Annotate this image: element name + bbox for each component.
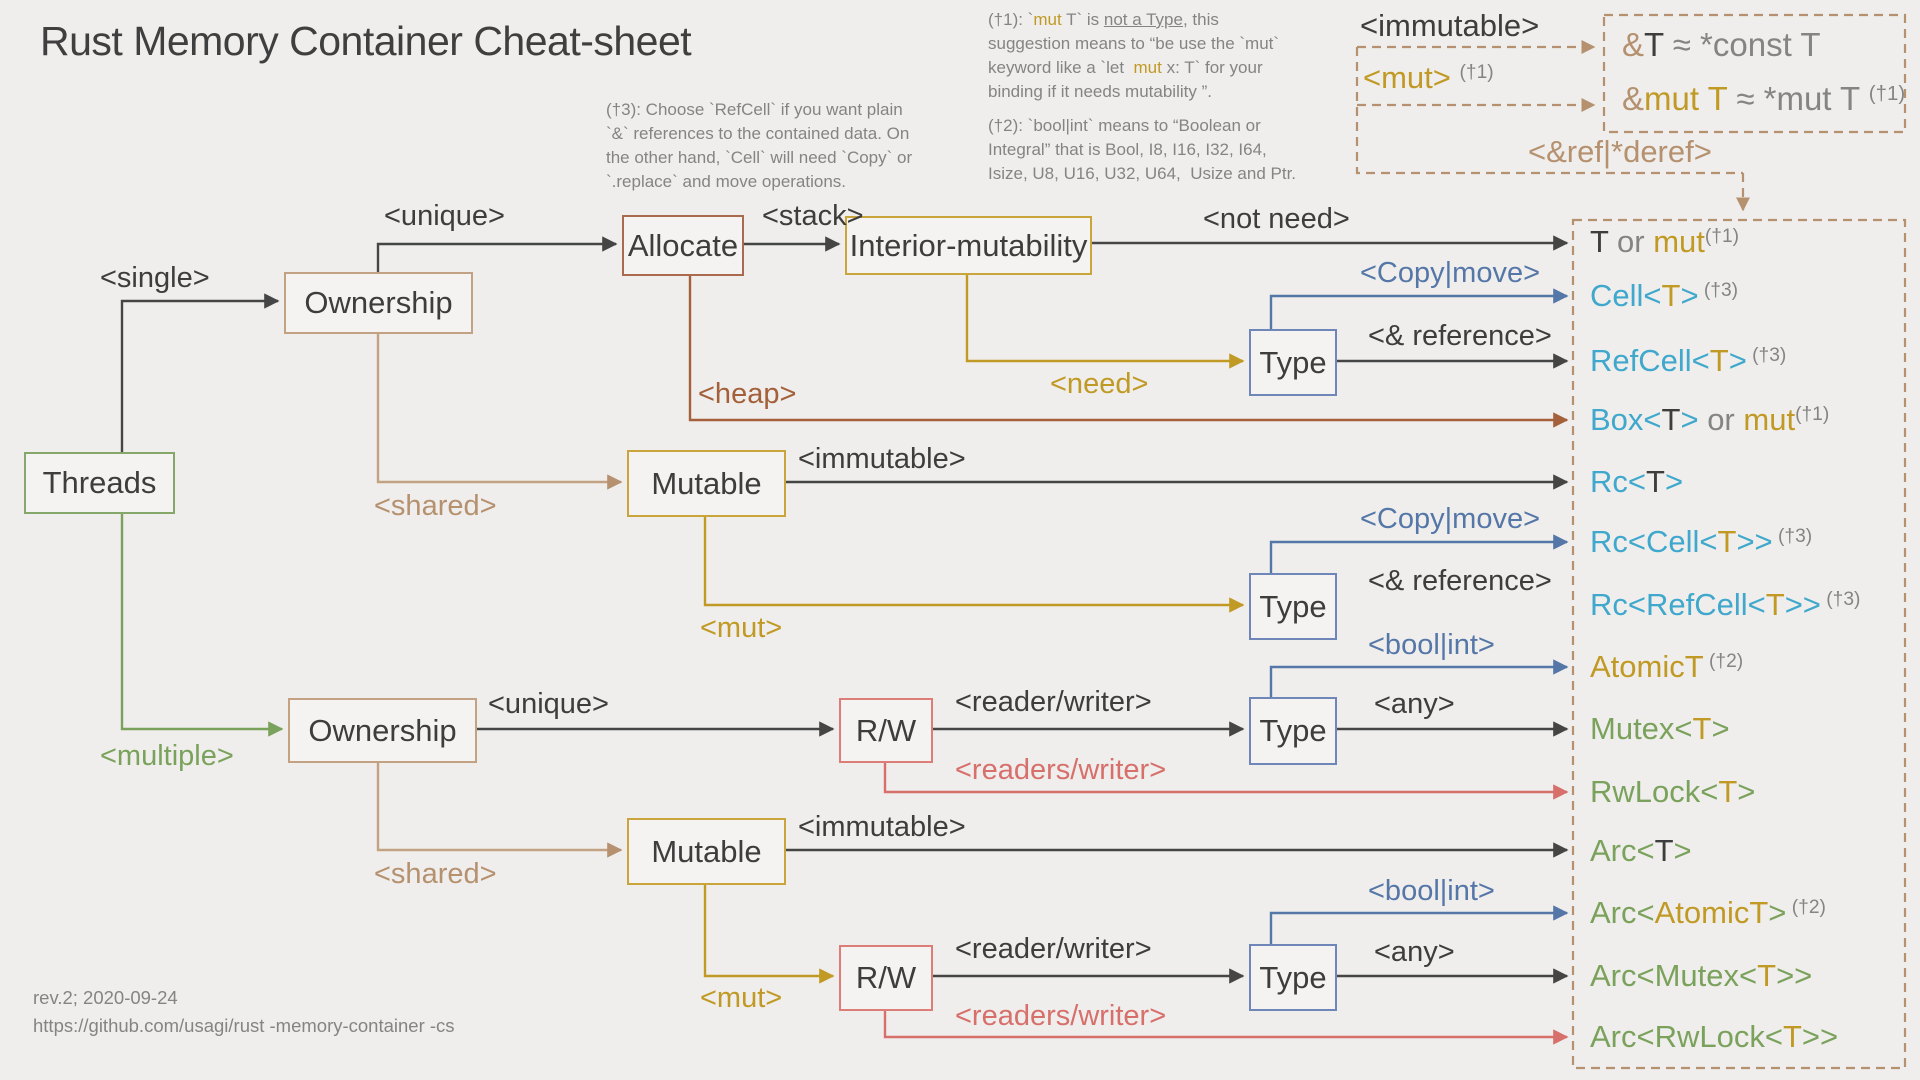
legend-mut-pointer: &mut T ≈ *mut T (†1) (1622, 80, 1906, 117)
node-mutable-2: Mutable (627, 818, 786, 885)
node-type-1: Type (1249, 329, 1337, 396)
label-any-1: <any> (1374, 688, 1455, 720)
edge-ownership1-mutable1 (376, 331, 623, 490)
footer-revision: rev.2; 2020-09-24 (33, 987, 178, 1008)
result-rc-refcell: Rc<RefCell<T>> (†3) (1590, 587, 1861, 622)
footnote-2: (†2): `bool|int` means to “Boolean or In… (988, 116, 1297, 184)
label-immutable-top: <immutable> (1360, 8, 1540, 43)
label-not-need: <not need> (1203, 203, 1350, 235)
label-reader-writer-2: <reader/writer> (955, 933, 1152, 965)
label-readers-writer-2: <readers/writer> (955, 1000, 1167, 1032)
edge-allocate-box (688, 273, 1569, 428)
node-interior-mutability: Interior-mutability (845, 216, 1092, 275)
result-box: Box<T> or mut(†1) (1590, 402, 1830, 437)
label-single: <single> (100, 262, 210, 294)
label-immutable-1: <immutable> (798, 443, 966, 475)
result-rc: Rc<T> (1590, 464, 1684, 499)
label-shared-2: <shared> (374, 858, 497, 890)
label-ref-deref: <&ref|*deref> (1528, 134, 1712, 169)
edge-legend-bracket (1355, 47, 1743, 175)
label-copy-move-2: <Copy|move> (1360, 503, 1541, 535)
edge-interior-type1 (965, 272, 1245, 369)
footer: rev.2; 2020-09-24 https://github.com/usa… (33, 984, 455, 1040)
edge-type3-atomict (1269, 659, 1569, 697)
label-heap: <heap> (698, 378, 797, 410)
node-allocate: Allocate (622, 215, 744, 276)
node-rw-2: R/W (839, 945, 933, 1011)
node-threads: Threads (24, 452, 175, 514)
label-bool-int-2: <bool|int> (1368, 875, 1495, 907)
node-type-3: Type (1249, 697, 1337, 765)
result-arc-mutex: Arc<Mutex<T>> (1590, 958, 1813, 993)
result-arc-atomict: Arc<AtomicT> (†2) (1590, 895, 1826, 930)
edge-type4-arcatomict (1269, 905, 1569, 944)
node-type-2: Type (1249, 573, 1337, 640)
label-reader-writer-1: <reader/writer> (955, 686, 1152, 718)
edge-type2-rccell (1269, 534, 1569, 573)
legend-dashed-frame (1602, 13, 1907, 134)
result-rwlock: RwLock<T> (1590, 774, 1756, 809)
node-mutable-1: Mutable (627, 450, 786, 517)
node-rw-1: R/W (839, 698, 933, 763)
result-arc-rwlock: Arc<RwLock<T>> (1590, 1019, 1839, 1054)
edge-rw1-rwlock (883, 759, 1569, 800)
legend-const-pointer: &T ≈ *const T (1622, 26, 1821, 63)
edge-mutable1-type2 (703, 514, 1245, 613)
label-copy-move-1: <Copy|move> (1360, 257, 1541, 289)
footer-url: https://github.com/usagi/rust -memory-co… (33, 1014, 455, 1036)
footnote-3: (†3): Choose `RefCell` if you want plain… (606, 100, 913, 192)
label-readers-writer-1: <readers/writer> (955, 754, 1167, 786)
page-title: Rust Memory Container Cheat-sheet (40, 18, 692, 64)
label-reference-2: <& reference> (1368, 565, 1552, 597)
label-unique-1: <unique> (384, 200, 505, 232)
result-arc: Arc<T> (1590, 833, 1692, 868)
label-need: <need> (1050, 368, 1149, 400)
result-rc-cell: Rc<Cell<T>> (†3) (1590, 524, 1813, 559)
label-mut-top: <mut> (†1) (1363, 60, 1494, 95)
label-shared-1: <shared> (374, 490, 497, 522)
label-mut-1: <mut> (700, 612, 783, 644)
result-refcell: RefCell<T> (†3) (1590, 343, 1787, 378)
edge-mutable2-rw2 (703, 882, 835, 984)
result-t-or-mut: T or mut(†1) (1590, 224, 1740, 259)
label-mut-2: <mut> (700, 982, 783, 1014)
edge-type1-cell (1269, 288, 1569, 329)
footnote-1: (†1): `mut T` is not a Type, this sugges… (988, 10, 1280, 102)
node-ownership-multiple: Ownership (288, 698, 477, 763)
label-any-2: <any> (1374, 936, 1455, 968)
label-immutable-2: <immutable> (798, 811, 966, 843)
result-cell: Cell<T> (†3) (1590, 278, 1739, 313)
edge-rw2-arcrwlock (883, 1007, 1569, 1045)
label-unique-2: <unique> (488, 688, 609, 720)
label-multiple: <multiple> (100, 740, 234, 772)
label-reference-1: <& reference> (1368, 320, 1552, 352)
result-mutex: Mutex<T> (1590, 711, 1730, 746)
edge-ownership2-mutable2 (376, 760, 623, 858)
edge-threads-ownership2 (120, 512, 284, 737)
edge-ownership-allocate (376, 236, 618, 272)
result-atomict: AtomicT (†2) (1590, 649, 1744, 684)
label-stack: <stack> (762, 200, 864, 232)
label-bool-int-1: <bool|int> (1368, 629, 1495, 661)
results-dashed-frame (1571, 218, 1907, 1070)
edge-threads-ownership (120, 293, 280, 452)
node-ownership-single: Ownership (284, 272, 473, 334)
node-type-4: Type (1249, 944, 1337, 1011)
